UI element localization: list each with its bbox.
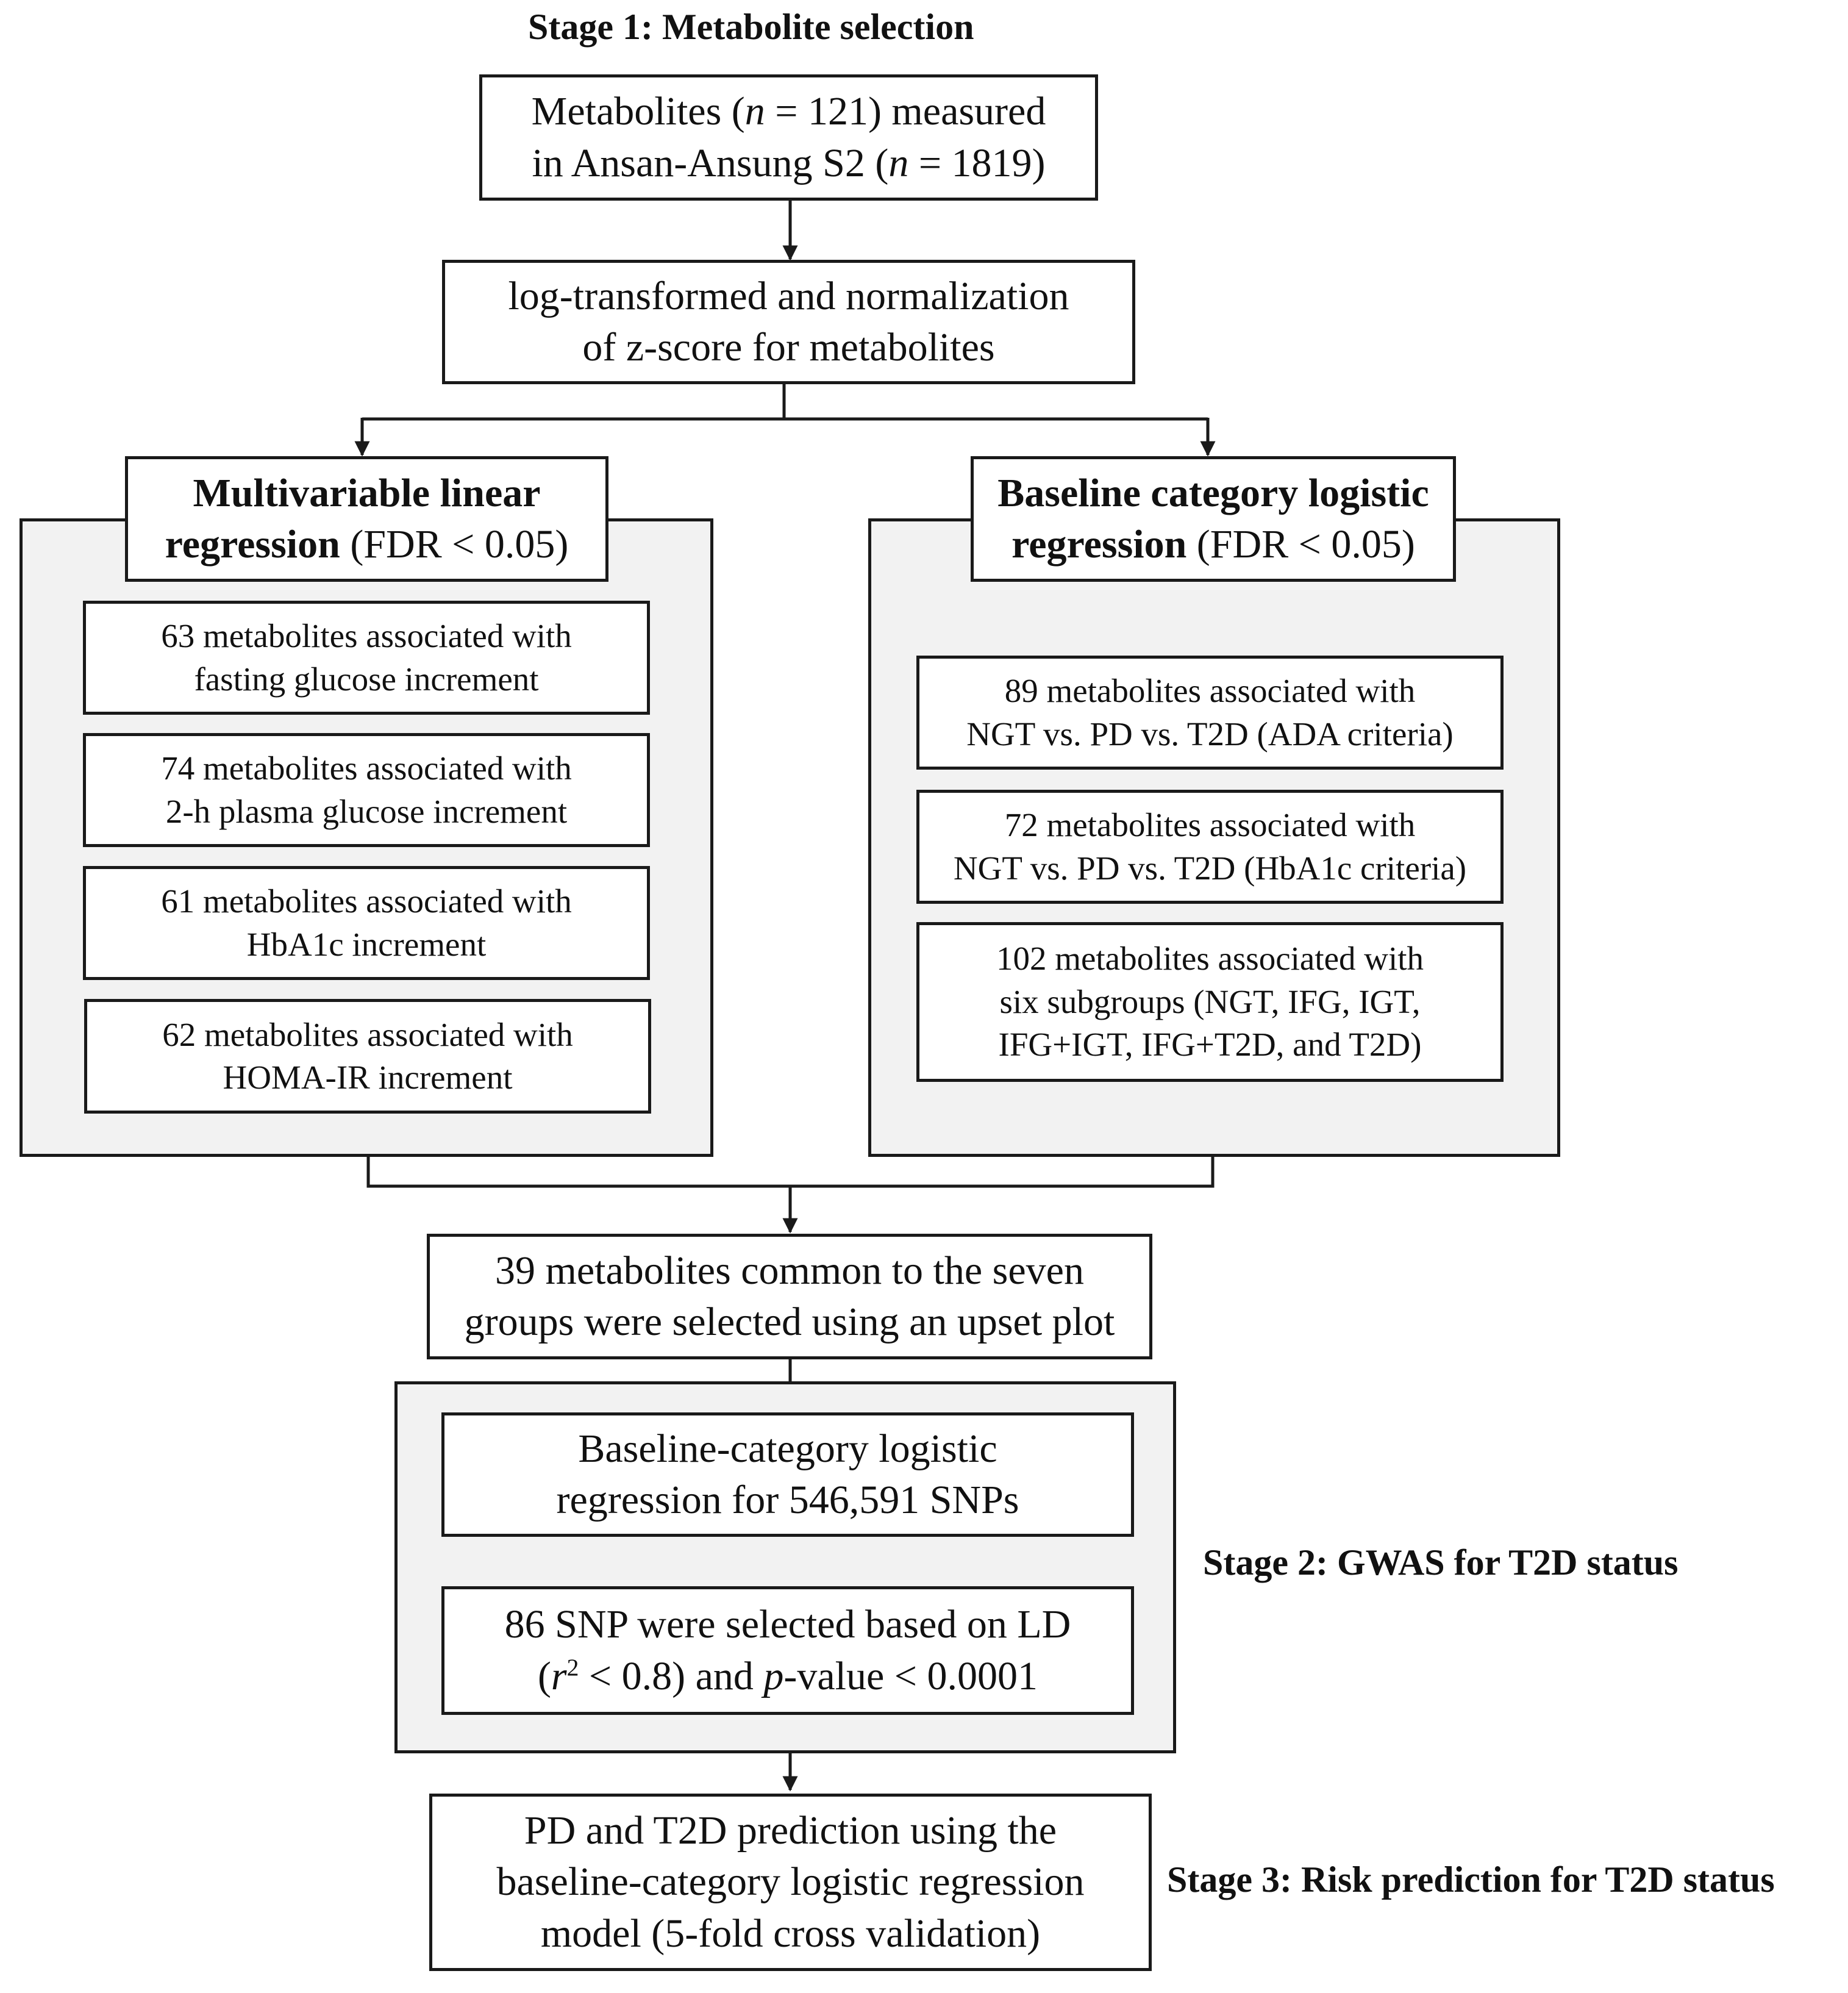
metabolites-measured-box: Metabolites (n = 121) measured in Ansan-… xyxy=(479,74,1098,201)
left-item-2h-plasma-glucose: 74 metabolites associated with 2-h plasm… xyxy=(83,733,650,847)
stage3-title: Stage 3: Risk prediction for T2D status xyxy=(1167,1859,1775,1900)
common-metabolites-box: 39 metabolites common to the seven group… xyxy=(427,1234,1152,1359)
stage1-title: Stage 1: Metabolite selection xyxy=(528,7,974,47)
prediction-box: PD and T2D prediction using the baseline… xyxy=(429,1794,1152,1971)
right-item-hba1c-criteria: 72 metabolites associated with NGT vs. P… xyxy=(916,790,1504,904)
stage2-title: Stage 2: GWAS for T2D status xyxy=(1203,1542,1679,1583)
gwas-regression-box: Baseline-category logistic regression fo… xyxy=(441,1412,1134,1537)
left-item-hba1c: 61 metabolites associated with HbA1c inc… xyxy=(83,866,650,980)
right-item-six-subgroups: 102 metabolites associated with six subg… xyxy=(916,922,1504,1082)
left-item-homa-ir: 62 metabolites associated with HOMA-IR i… xyxy=(84,999,651,1114)
left-item-fasting-glucose: 63 metabolites associated with fasting g… xyxy=(83,601,650,715)
right-item-ada-criteria: 89 metabolites associated with NGT vs. P… xyxy=(916,656,1504,770)
logistic-regression-header: Baseline category logistic regression (F… xyxy=(971,456,1456,582)
line-merge xyxy=(366,1156,1215,1188)
snp-selection-box: 86 SNP were selected based on LD (r2 < 0… xyxy=(441,1586,1134,1715)
linear-regression-header: Multivariable linear regression (FDR < 0… xyxy=(125,456,608,582)
normalization-box: log-transformed and normalization of z-s… xyxy=(442,260,1135,384)
